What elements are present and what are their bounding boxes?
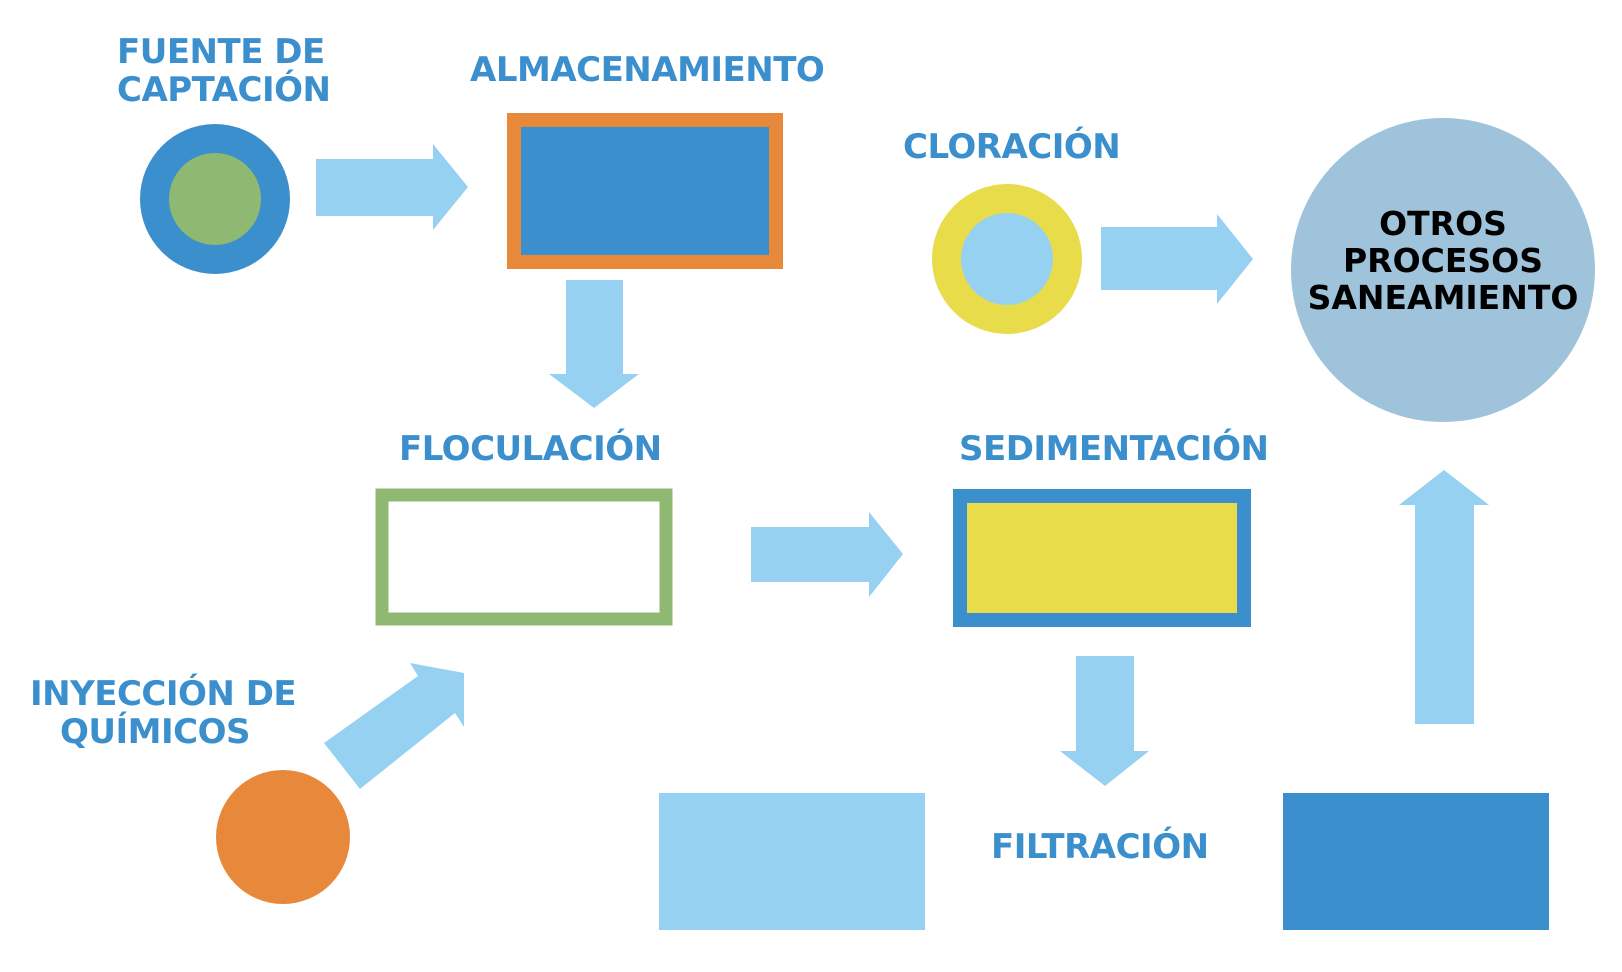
label-floculacion-text: FLOCULACIÓN [399, 429, 662, 469]
label-almacenamiento: ALMACENAMIENTO [470, 50, 825, 90]
filtracion-left-block [659, 793, 925, 930]
label-inyeccion-quimicos: INYECCIÓN DE QUÍMICOS [30, 674, 297, 752]
label-cloracion-text: CLORACIÓN [903, 127, 1121, 167]
arrow-sedimentacion-to-filtracion [1060, 656, 1149, 786]
sedimentacion-box [953, 489, 1251, 627]
arrow-fuente-to-almacenamiento [316, 144, 468, 230]
arrow-cloracion-to-otros [1101, 214, 1253, 304]
arrow-up-to-otros [1399, 470, 1489, 724]
label-inyeccion-line-2: QUÍMICOS [60, 712, 251, 752]
label-fuente-line-2: CAPTACIÓN [117, 70, 331, 110]
label-sedimentacion-text: SEDIMENTACIÓN [959, 429, 1269, 469]
cloracion-inner-circle [961, 213, 1053, 305]
label-filtracion-text: FILTRACIÓN [991, 827, 1209, 867]
label-otros-procesos: OTROS PROCESOS SANEAMIENTO [1293, 205, 1593, 316]
filtracion-right-block [1283, 793, 1549, 930]
label-filtracion: FILTRACIÓN [991, 828, 1209, 866]
arrow-inyeccion-to-floculacion [324, 663, 464, 789]
arrow-almacenamiento-to-floculacion [549, 280, 639, 408]
fuente-captacion-inner-circle [169, 153, 261, 245]
label-otros-line-2: PROCESOS [1343, 241, 1543, 280]
label-sedimentacion: SEDIMENTACIÓN [959, 429, 1269, 469]
label-floculacion: FLOCULACIÓN [399, 430, 662, 468]
otros-procesos-circle [1291, 118, 1595, 422]
arrow-floculacion-to-sedimentacion [751, 512, 903, 597]
label-fuente-line-1: FUENTE DE [117, 32, 325, 72]
almacenamiento-box [507, 113, 783, 269]
label-almacenamiento-text: ALMACENAMIENTO [470, 50, 825, 90]
floculacion-box [375, 488, 673, 626]
label-inyeccion-line-1: INYECCIÓN DE [30, 674, 297, 714]
label-otros-line-3: SANEAMIENTO [1307, 278, 1579, 317]
inyeccion-quimicos-circle [216, 770, 350, 904]
label-otros-line-1: OTROS [1379, 204, 1507, 243]
label-fuente-captacion: FUENTE DE CAPTACIÓN [117, 33, 331, 109]
label-cloracion: CLORACIÓN [903, 127, 1121, 167]
